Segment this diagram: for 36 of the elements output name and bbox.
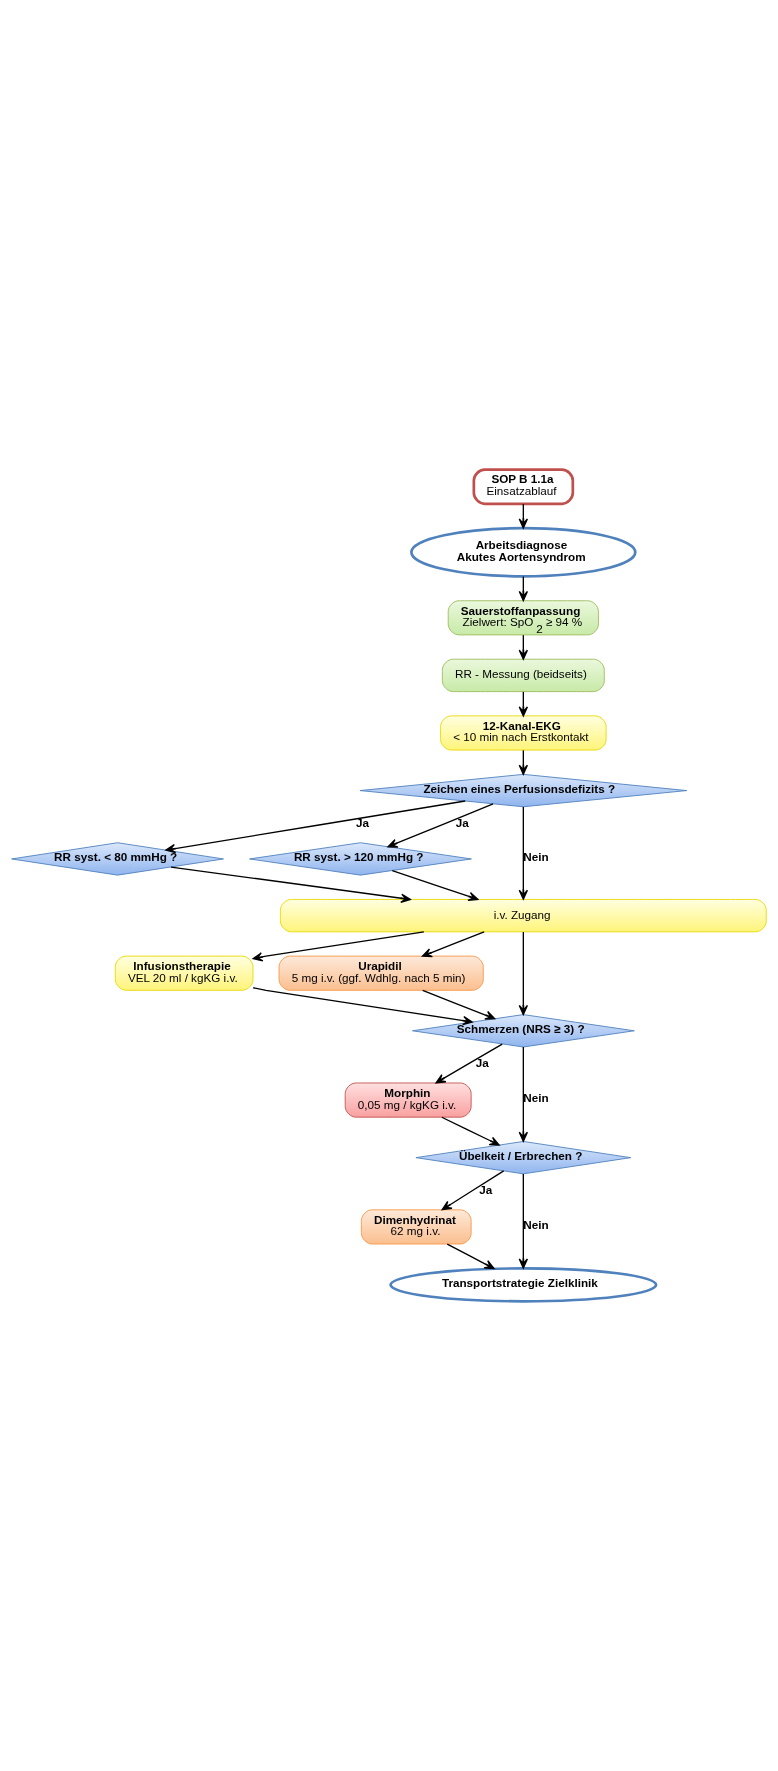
arrow xyxy=(252,931,425,962)
node-box: 12-Kanal-EKG < 10 min nach Erstkontakt xyxy=(440,715,607,751)
arrow xyxy=(441,1170,505,1211)
edge-label: Ja xyxy=(455,815,469,829)
node-box: SOP B 1.1a Einsatzablauf xyxy=(472,468,575,506)
edge-label: Ja xyxy=(479,1183,493,1196)
edge-label: Nein xyxy=(523,850,549,864)
edge-label: Nein xyxy=(523,1091,549,1105)
arrow xyxy=(446,1243,495,1270)
node-diamond: Übelkeit / Erbrechen ? xyxy=(415,1141,632,1175)
node-box: Dimenhydrinat 62 mg i.v. xyxy=(360,1209,472,1245)
node-box: Urapidil 5 mg i.v. (ggf. Wdhlg. nach 5 min) xyxy=(278,955,484,991)
node-box: Infusionstherapie VEL 20 ml / kgKG i.v. xyxy=(114,955,254,991)
node-box: RR - Messung (beidseits) xyxy=(441,658,605,693)
arrow xyxy=(518,1046,529,1142)
node-diamond: RR syst. > 120 mmHg ? xyxy=(249,842,472,876)
arrow xyxy=(518,806,529,900)
arrow xyxy=(435,1043,503,1084)
edge-label: Ja xyxy=(475,1056,489,1070)
arrow xyxy=(252,987,473,1026)
arrow xyxy=(165,800,466,854)
node-box: i.v. Zugang xyxy=(279,898,767,933)
arrow xyxy=(391,869,479,901)
arrow xyxy=(518,1173,529,1269)
node-box: Morphin 0,05 mg / kgKG i.v. xyxy=(344,1082,472,1118)
arrow xyxy=(518,931,529,1016)
node-diamond: Zeichen eines Perfusionsdefizits ? xyxy=(359,773,688,808)
node-ellipse: Arbeitsdiagnose Akutes Aortensyndrom xyxy=(410,526,637,578)
edge-label: Ja xyxy=(355,815,369,829)
arrow xyxy=(387,803,494,848)
edge-label: Nein xyxy=(523,1218,549,1232)
arrow xyxy=(422,989,496,1020)
arrow xyxy=(441,1116,500,1146)
arrow xyxy=(170,866,411,903)
arrow xyxy=(421,931,485,958)
node-ellipse: Transportstrategie Zielklinik xyxy=(389,1267,658,1303)
